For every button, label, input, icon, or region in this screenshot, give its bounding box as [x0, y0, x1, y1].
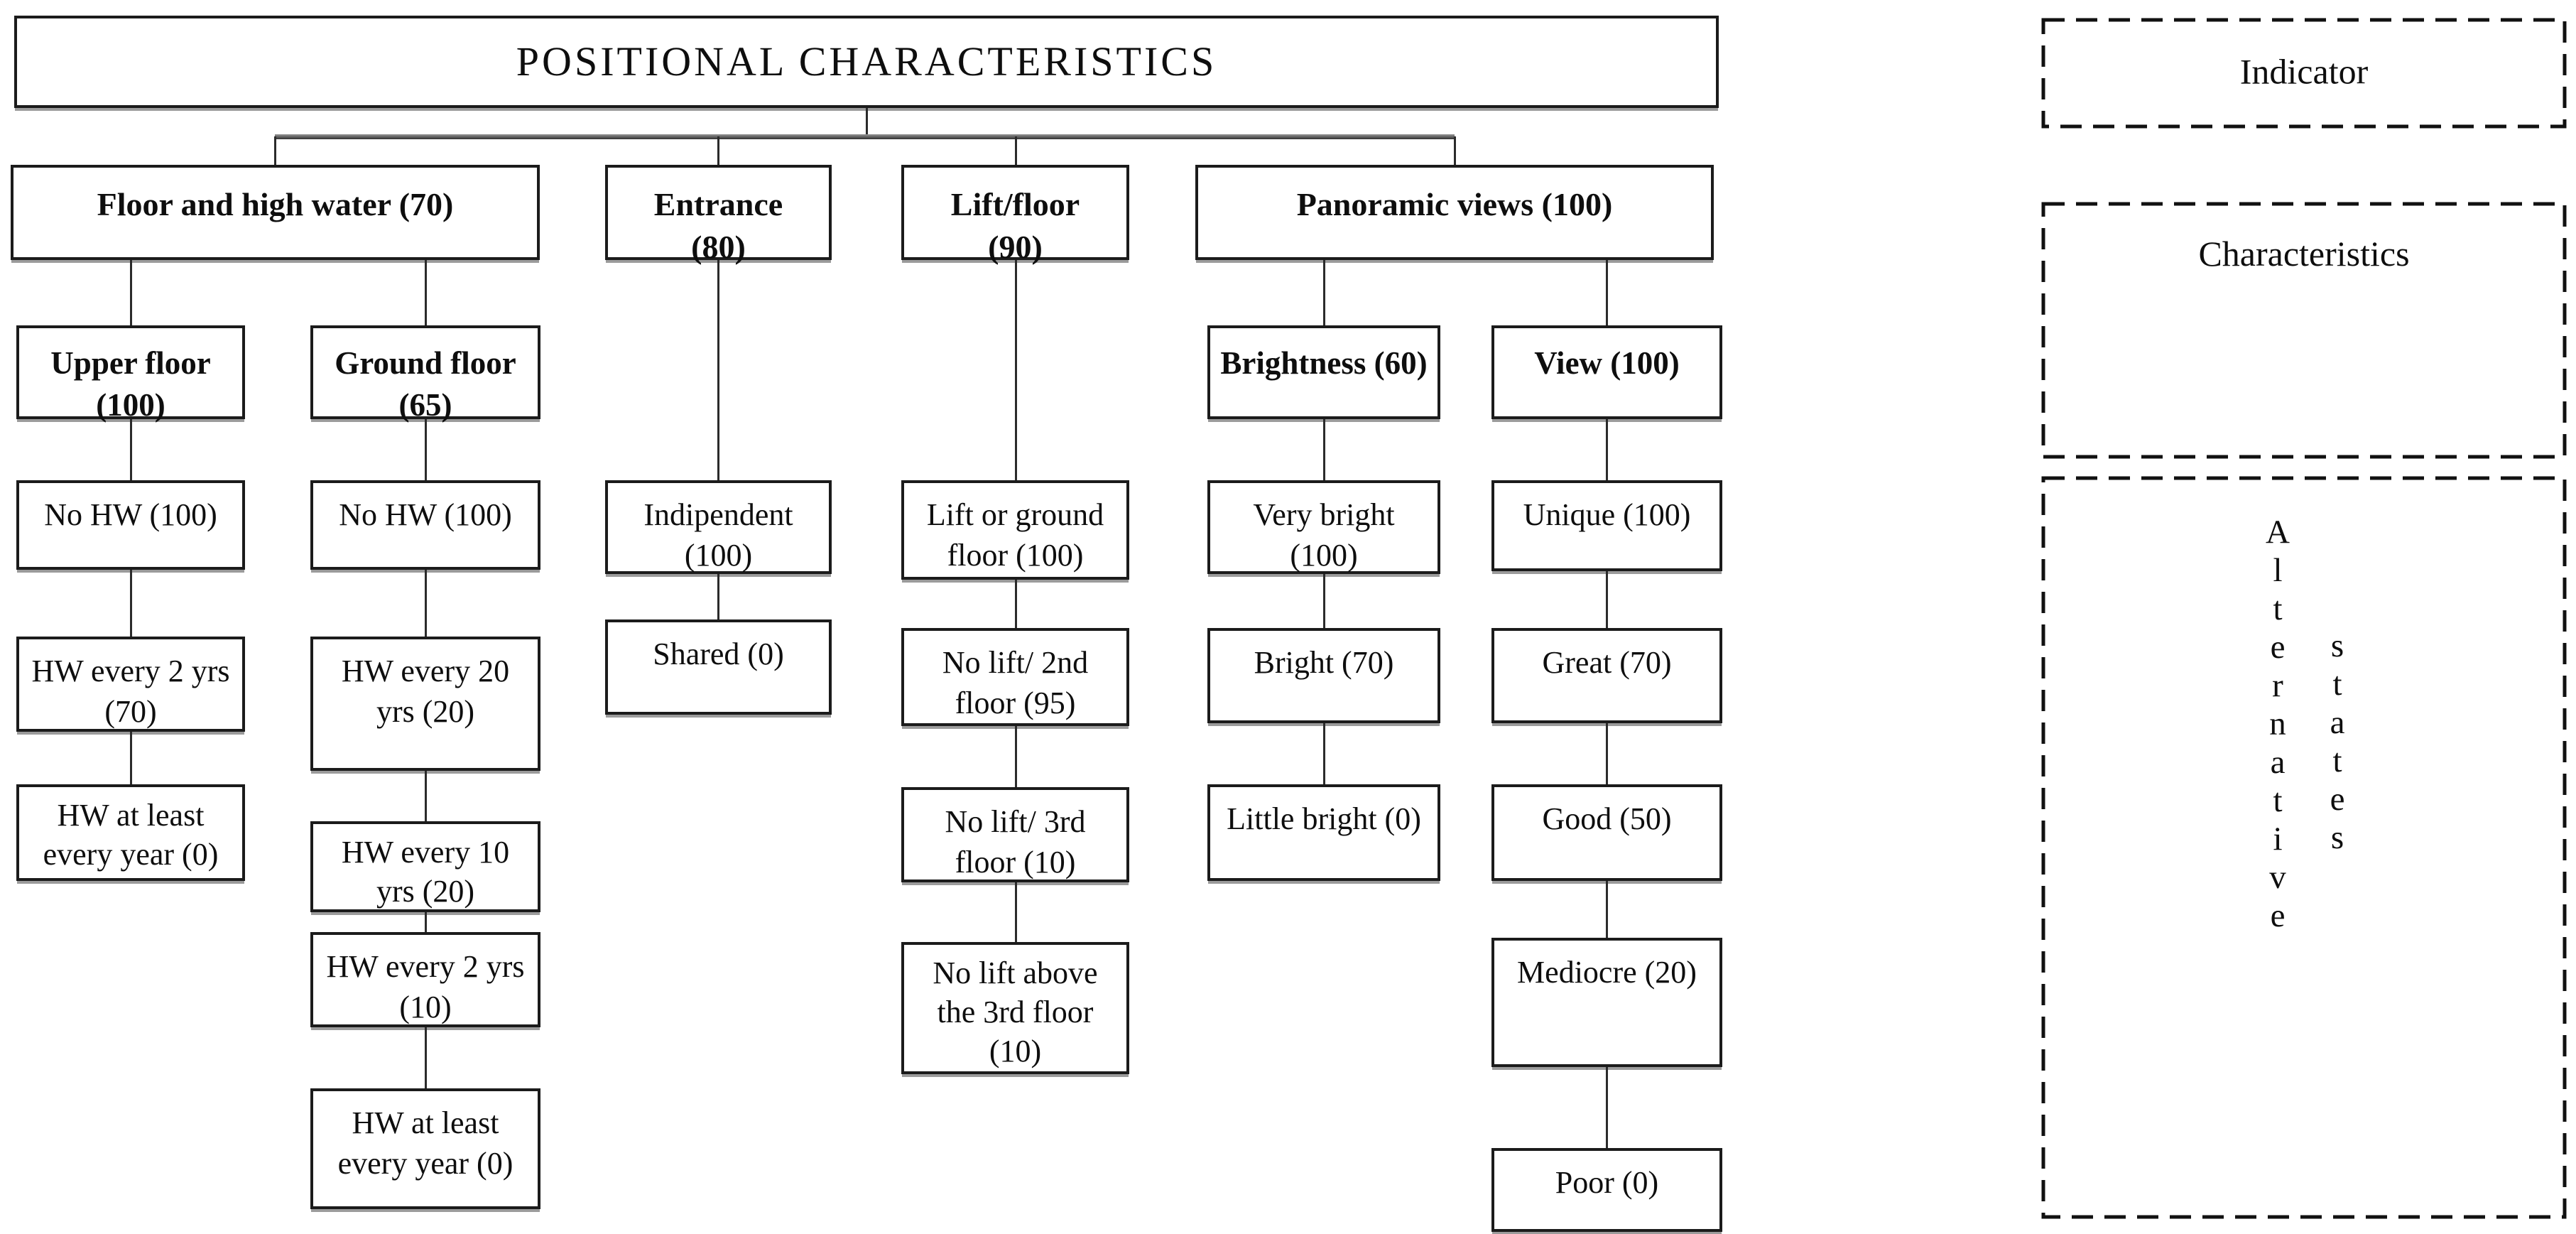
node-entrance: Entrance (80)	[605, 165, 832, 265]
connector	[717, 574, 719, 619]
node-panoramic-views: Panoramic views (100)	[1195, 165, 1714, 260]
connector	[425, 912, 427, 932]
connector	[1323, 574, 1325, 628]
connector	[274, 136, 276, 165]
node-ground-floor: Ground floor (65)	[310, 325, 540, 423]
node-upper-floor: Upper floor (100)	[16, 325, 245, 423]
connector	[1606, 419, 1608, 480]
connector	[1015, 882, 1017, 942]
connector	[1454, 136, 1456, 165]
node-shared: Shared (0)	[605, 619, 832, 715]
node-lift-or-ground-floor: Lift or ground floor (100)	[901, 480, 1129, 580]
node-no-lift-3rd-floor: No lift/ 3rd floor (10)	[901, 787, 1129, 882]
node-little-bright: Little bright (0)	[1207, 784, 1440, 881]
connector	[130, 732, 132, 784]
connector	[1606, 881, 1608, 938]
node-ground-hw-every-20-yrs: HW every 20 yrs (20)	[310, 637, 540, 771]
node-great: Great (70)	[1491, 628, 1722, 723]
connector	[425, 1027, 427, 1088]
connector	[425, 260, 427, 325]
node-unique: Unique (100)	[1491, 480, 1722, 571]
connector	[1606, 723, 1608, 784]
dashed-border	[2041, 202, 2567, 459]
node-ground-hw-every-2-yrs: HW every 2 yrs (10)	[310, 932, 540, 1027]
connector	[1606, 1067, 1608, 1148]
dashed-border	[2041, 18, 2567, 129]
node-floor-and-high-water: Floor and high water (70)	[11, 165, 540, 260]
connector	[1323, 723, 1325, 784]
node-upper-no-hw: No HW (100)	[16, 480, 245, 570]
node-upper-hw-at-least-every-year: HW at least every year (0)	[16, 784, 245, 881]
legend-characteristics-label: Characteristics	[2198, 234, 2410, 274]
legend-characteristics-box: Characteristics	[2041, 202, 2567, 459]
node-no-lift-2nd-floor: No lift/ 2nd floor (95)	[901, 628, 1129, 726]
connector	[425, 771, 427, 821]
connector	[1606, 260, 1608, 325]
connector	[130, 260, 132, 325]
legend-indicator-box: Indicator	[2041, 18, 2567, 129]
node-very-bright: Very bright (100)	[1207, 480, 1440, 574]
connector	[717, 260, 719, 480]
connector	[1606, 571, 1608, 628]
connector	[130, 419, 132, 480]
connector	[1015, 136, 1017, 165]
node-indipendent: Indipendent (100)	[605, 480, 832, 574]
connector	[1015, 726, 1017, 787]
node-ground-no-hw: No HW (100)	[310, 480, 540, 570]
connector	[130, 570, 132, 637]
connector	[425, 419, 427, 480]
node-good: Good (50)	[1491, 784, 1722, 881]
connector	[275, 134, 1455, 139]
node-poor: Poor (0)	[1491, 1148, 1722, 1232]
node-view: View (100)	[1491, 325, 1722, 419]
node-ground-hw-at-least-every-year: HW at least every year (0)	[310, 1088, 540, 1209]
node-no-lift-above-3rd-floor: No lift above the 3rd floor (10)	[901, 942, 1129, 1074]
connector	[717, 136, 719, 165]
node-upper-hw-every-2-yrs: HW every 2 yrs (70)	[16, 637, 245, 732]
connector	[1015, 580, 1017, 628]
dashed-border	[2041, 476, 2567, 1219]
connector	[1323, 260, 1325, 325]
node-bright: Bright (70)	[1207, 628, 1440, 723]
connector	[866, 108, 868, 136]
node-positional-characteristics: POSITIONAL CHARACTERISTICS	[14, 16, 1719, 108]
connector	[1015, 260, 1017, 480]
node-lift-floor: Lift/floor (90)	[901, 165, 1129, 265]
connector	[425, 570, 427, 637]
legend-indicator-label: Indicator	[2239, 51, 2369, 92]
node-mediocre: Mediocre (20)	[1491, 938, 1722, 1067]
connector	[1323, 419, 1325, 480]
node-brightness: Brightness (60)	[1207, 325, 1440, 419]
node-ground-hw-every-10-yrs: HW every 10 yrs (20)	[310, 821, 540, 912]
